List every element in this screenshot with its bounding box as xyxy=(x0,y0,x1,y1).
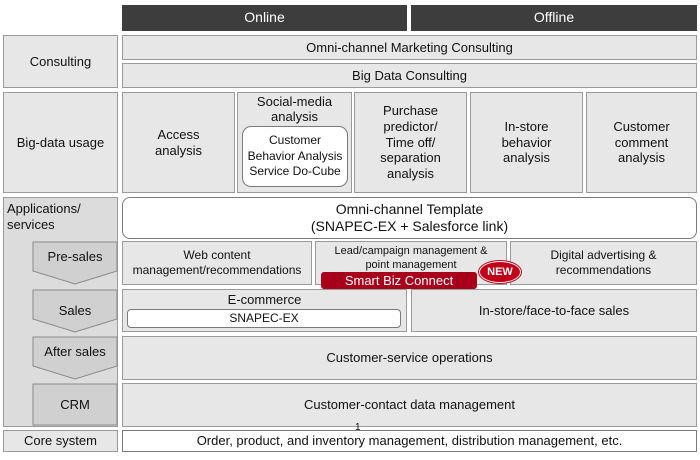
big-data-consulting: Big Data Consulting xyxy=(122,63,697,88)
row-label-bigdata: Big-data usage xyxy=(3,92,118,193)
row-label-sales: Sales xyxy=(58,302,92,318)
smart-biz-connect-banner: Smart Biz Connect xyxy=(321,272,477,289)
omni-channel-template: Omni-channel Template (SNAPEC-EX + Sales… xyxy=(122,197,697,239)
customer-comment-analysis: Customer comment analysis xyxy=(586,92,697,193)
new-badge: NEW xyxy=(479,261,521,283)
e-commerce-label: E-commerce xyxy=(227,292,302,307)
sales-arrow xyxy=(32,289,118,333)
purchase-predictor-analysis: Purchase predictor/ Time off/ separation… xyxy=(354,92,467,193)
crm-arrow xyxy=(32,383,118,426)
core-system-description: Order, product, and inventory management… xyxy=(122,430,697,452)
digital-advertising-recommendations: Digital advertising & recommendations xyxy=(510,241,697,285)
row-label-applications-services: Applications/ services xyxy=(7,201,81,232)
access-analysis: Access analysis xyxy=(122,92,235,193)
row-label-core-system: Core system xyxy=(3,430,118,452)
page-number: 1 xyxy=(355,422,361,433)
customer-contact-data-management: Customer-contact data management xyxy=(122,383,697,427)
e-commerce-block: E-commerce SNAPEC-EX xyxy=(122,289,407,332)
pre-sales-arrow xyxy=(32,241,118,285)
social-media-analysis-title: Social-media analysis xyxy=(256,94,333,124)
snapec-ex: SNAPEC-EX xyxy=(127,309,401,328)
row-label-crm: CRM xyxy=(60,396,90,412)
lead-campaign-management: Lead/campaign management & point managem… xyxy=(334,245,488,271)
omni-channel-marketing-consulting: Omni-channel Marketing Consulting xyxy=(122,35,697,60)
row-label-pre-sales: Pre-sales xyxy=(47,248,103,264)
column-header-offline: Offline xyxy=(411,5,697,31)
in-store-behavior-analysis: In-store behavior analysis xyxy=(470,92,583,193)
customer-service-operations: Customer-service operations xyxy=(122,336,697,380)
in-store-face-to-face-sales: In-store/face-to-face sales xyxy=(411,289,697,332)
row-label-consulting: Consulting xyxy=(3,35,118,88)
social-media-analysis-block: Social-media analysis Customer Behavior … xyxy=(237,92,352,193)
after-sales-arrow xyxy=(32,336,118,380)
do-cube-service: Customer Behavior Analysis Service Do-Cu… xyxy=(242,126,348,187)
column-header-online: Online xyxy=(122,5,407,31)
row-label-after-sales: After sales xyxy=(44,343,106,359)
web-content-management: Web content management/recommendations xyxy=(122,241,312,285)
